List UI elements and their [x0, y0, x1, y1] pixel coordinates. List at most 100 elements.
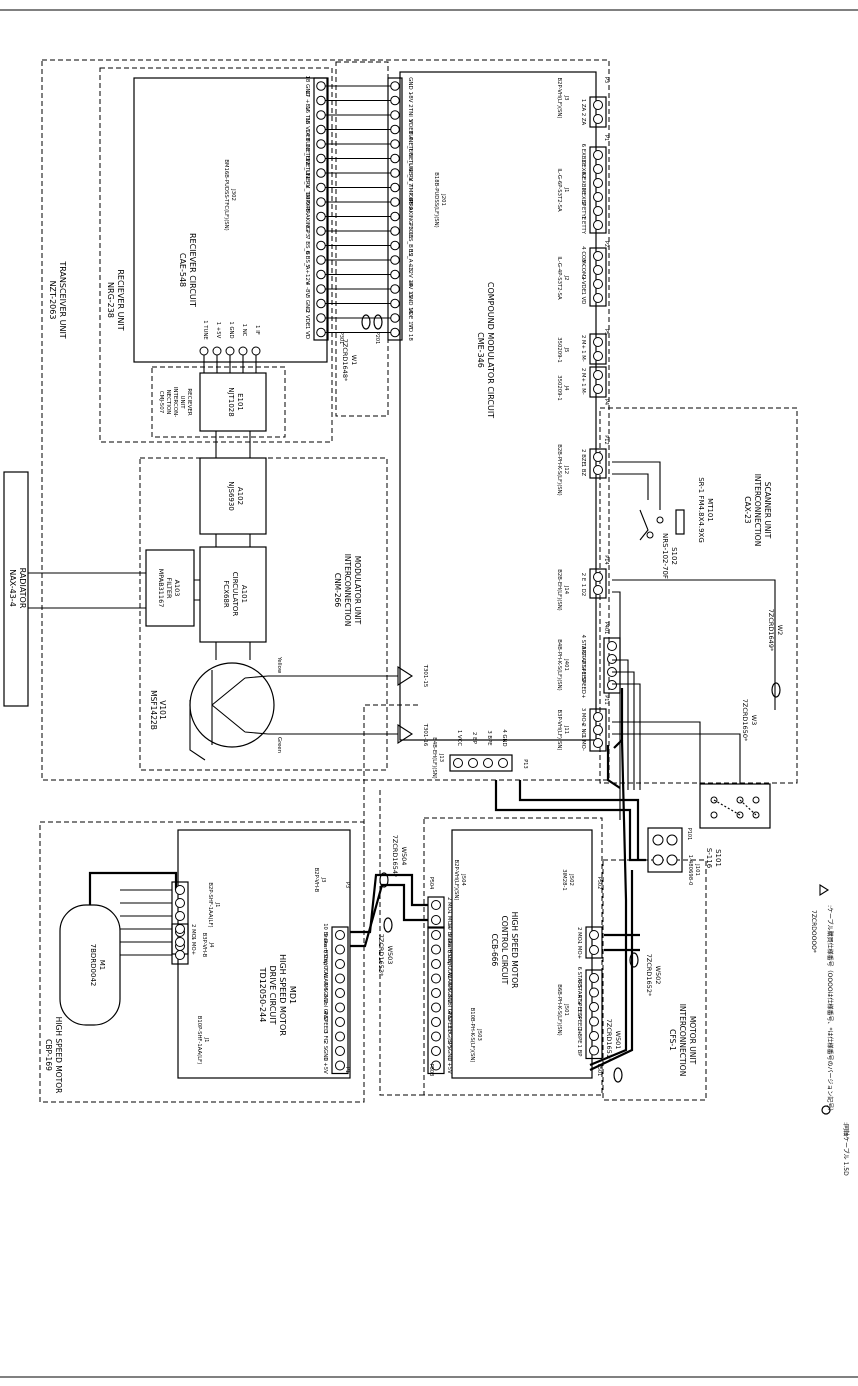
j501-connector-pin [589, 1016, 599, 1027]
a102-label-line: NJS6930 [227, 481, 235, 511]
s102-label-line: NRS-102-70F [661, 533, 669, 579]
j201-pin [390, 153, 400, 164]
j201-pin-label: TUNE_F 5 [407, 130, 413, 158]
j502-conn-label-line: 3IM28-1 [561, 869, 567, 891]
receiver-pin-label: 8 P3 [304, 225, 310, 238]
j302-pin [251, 346, 261, 356]
j12-connector-pin-label: 1 BZ [580, 464, 586, 477]
a103-label-line: A103 [173, 580, 181, 597]
j302-pin [199, 346, 209, 356]
p301-label-line: P301 [338, 332, 344, 345]
j201-conn-label-line: B18B-PUDSS(LF)(SN) [433, 172, 439, 227]
j302-pin [238, 346, 248, 356]
p14-label: P14 [603, 555, 609, 564]
md-jm-connector-pin [335, 930, 345, 940]
compound-modulator-label-line: COMPOUND MODULATOR CIRCUIT [486, 282, 495, 418]
a101-label-line: A101 [240, 585, 248, 603]
md-jm-connector-pin-label: 3 FG [322, 1030, 328, 1042]
legend-note-line: :ケーブル購買仕様番号（OOOOは仕様番号、*は仕様番号のバージョン記号） [826, 905, 834, 1114]
receiver-interconnect-label-line: NECTION [165, 390, 171, 415]
w1-label-line: W1 [350, 355, 358, 366]
j201-pin [390, 139, 400, 149]
receiver-pin-label: 2 VDE [304, 310, 310, 327]
j2-connector-pin-label: 3 COM+ [580, 259, 586, 281]
m1-label-line: M1 [98, 960, 106, 971]
receiver-pin-label: 5 +12V [304, 264, 310, 285]
j501-connector-pin-label: 4 SPEED- [576, 995, 582, 1019]
j2-connector-pin [593, 293, 603, 303]
j201-pin-label: GND 1 [407, 77, 413, 95]
j13-pin-label: 3 BPE [486, 730, 492, 746]
receiver-pin [316, 182, 326, 193]
legend-coax: :同軸ケーブル 1.5D [842, 1122, 850, 1176]
w501-label-line: W501 [614, 1031, 622, 1050]
j401-connector-pin-label: 2 SPEED- [580, 660, 586, 684]
j503-connector-pin-label: 6 SGND [446, 983, 452, 1004]
j501-connector-pin [589, 1045, 599, 1056]
j2-connector-pin-label: 1 VD [580, 292, 586, 305]
green-label-line: Green [276, 737, 282, 753]
j201-pin [390, 182, 400, 193]
j502-connector-pin [589, 930, 599, 940]
md-jm-connector-pin [335, 1002, 345, 1013]
j5-connector-pin-label: 1 M- [580, 350, 586, 362]
p2-label-line: P2 [603, 241, 609, 247]
j11-connector-pin [593, 712, 603, 722]
s101-label-line: S101 [714, 849, 722, 867]
p13-label: P13 [522, 759, 528, 768]
j201-pin [390, 95, 400, 106]
p2-label: P2 [603, 241, 609, 247]
scanner-devices [612, 461, 776, 820]
j201-pin-label: VD 18 [407, 324, 413, 341]
receiver-pin-label: 11 RX_TMP [304, 172, 310, 203]
p13-label-line: P13 [522, 759, 528, 768]
modulator-unit-label-line: MODULATOR UNIT [353, 556, 362, 625]
md-jm-connector-pin [335, 988, 345, 998]
receiver-pin-label: 12 TUNE_V [304, 158, 310, 188]
motor-unit-label-line: CFS-1 [668, 1029, 677, 1051]
j501-connector-pin [589, 1031, 599, 1041]
p4-label: P4 [603, 399, 609, 405]
e101-box [199, 372, 267, 432]
motor-unit-label-line: INTERCONNECTION [678, 1004, 687, 1077]
j1-connector-pin [593, 192, 603, 202]
j201-pin-label: OPE 9 [407, 194, 413, 211]
j201-pin [390, 269, 400, 280]
receiver-pin [316, 226, 326, 236]
t302-label-line: T301-16 [422, 723, 428, 747]
receiver-pin-label: 9 PRAKING [304, 202, 310, 232]
a102-label-line: A102 [236, 487, 244, 505]
j3-connector-pin [593, 100, 603, 110]
j4-conn-label-line: J4 [563, 385, 569, 392]
j1-conn-label-line: J1 [563, 187, 569, 193]
p201-label-line: P201 [374, 332, 380, 345]
scanner-unit-label-line: SCANNER UNIT [763, 482, 772, 539]
j503-connector-pin [431, 1060, 441, 1071]
j2-conn-label-line: J2 [563, 275, 569, 281]
high-speed-motor-label-line: CBP-169 [44, 1039, 53, 1071]
harness-wiring [350, 659, 741, 1071]
s101-label-line: S-116 [705, 848, 713, 869]
j12-connector-pin [593, 465, 603, 475]
j11-connector: 3 MO+2 NO1 MO- [580, 708, 607, 752]
j13-pin-label: 1 VCC [456, 730, 462, 746]
j201-pin-label: -8V 15 [407, 280, 413, 298]
j201-pin-label: TUNE_V 7 [407, 159, 413, 187]
t301-label-line: T301-15 [422, 664, 428, 688]
receiver-interconnect-label-line: CMJ-507 [158, 391, 164, 414]
j501-connector-pin [589, 973, 599, 983]
j1-connector-pin [593, 206, 603, 216]
e101-label-line: NJT1028 [227, 387, 235, 416]
